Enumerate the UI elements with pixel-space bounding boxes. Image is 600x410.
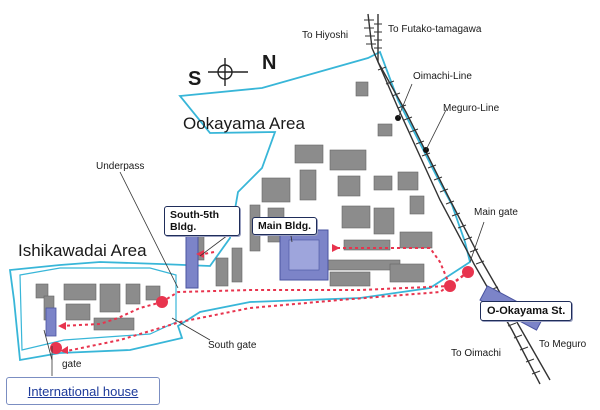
to-oimachi-label: To Oimachi [451,348,502,359]
railways [367,13,551,385]
route-arrow-intl-2 [60,346,68,354]
south5-bldg-label: South-5th Bldg. [164,206,240,236]
route-arrow-intl-1 [58,322,66,330]
route-dot-station [444,280,456,292]
o-okayama-station-label: O-Okayama St. [480,301,573,321]
ishikawadai-buildings [35,283,161,331]
to-hiyoshi-label: To Hiyoshi [302,30,349,41]
walking-route [59,247,469,353]
leader-lines [43,171,485,376]
main-gate-label: Main gate [474,207,518,218]
south5-building-shape [185,231,199,289]
underpass-label: Underpass [96,161,145,172]
route-dot-south-gate [156,296,168,308]
main-bldg-label: Main Bldg. [252,217,318,235]
ookayama-area-label: Ookayama Area [183,114,305,133]
international-house-shape [45,307,57,337]
oimachi-line-label: Oimachi-Line [413,71,472,82]
route-dot-main-gate [462,266,474,278]
compass-south-label: S [188,68,202,90]
route-arrow-south5 [196,250,204,258]
international-house-link[interactable]: International house [6,377,160,405]
compass-icon [208,58,248,86]
south-gate-label: South gate [208,340,257,351]
compass-north-label: N [262,52,277,74]
route-arrow-main [332,244,340,252]
route-dot-gate [50,342,62,354]
to-futako-label: To Futako-tamagawa [388,24,482,35]
ishikawadai-area-label: Ishikawadai Area [18,241,147,260]
meguro-line-label: Meguro-Line [443,103,500,114]
gate-label: gate [62,359,82,370]
ishikawadai-boundary [19,267,177,351]
to-meguro-label: To Meguro [539,339,587,350]
